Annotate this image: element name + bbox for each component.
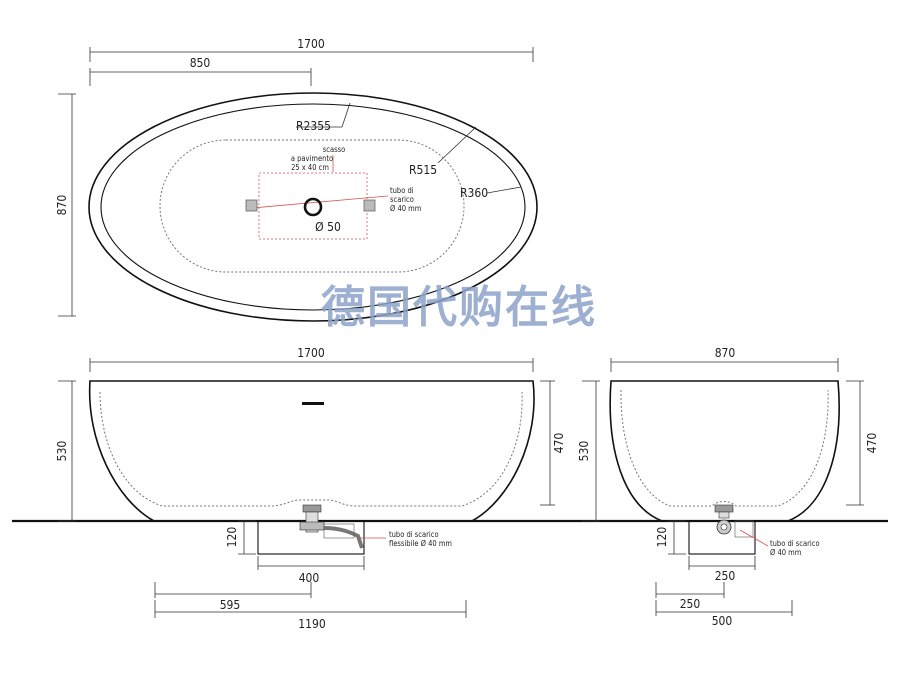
end-base-label: 120	[655, 527, 669, 548]
top-half-width-label: 850	[190, 56, 211, 70]
cutout-label-3: 25 x 40 cm	[291, 163, 329, 172]
side-base-dimension: 120	[225, 520, 256, 555]
end-inner-height-label: 470	[865, 433, 879, 454]
side-offset-dimension: 595	[154, 582, 312, 612]
side-drain-label-2: flessibile Ø 40 mm	[389, 539, 452, 548]
end-drain-assembly-icon	[714, 504, 754, 538]
side-inner-height-label: 470	[552, 433, 566, 454]
top-height-label: 870	[55, 195, 69, 216]
side-drain-assembly-icon	[299, 504, 364, 549]
r360-label: R360	[460, 186, 488, 200]
cutout-label-1: scasso	[323, 145, 346, 154]
side-width-dimension: 1700	[89, 346, 534, 372]
top-drain-label-2: scarico	[390, 195, 414, 204]
side-pit-label: 400	[299, 571, 320, 585]
end-offset-dimension: 250	[655, 582, 725, 611]
r515-label: R515	[409, 163, 437, 177]
end-view: 870 530 470 tubo di scarico	[577, 346, 879, 628]
end-total-label: 500	[712, 614, 733, 628]
end-drain-label-1: tubo di scarico	[770, 539, 820, 548]
end-height-label: 530	[577, 441, 591, 462]
side-total-label: 1190	[298, 617, 326, 631]
tub-rim-inner-outline	[100, 103, 526, 311]
side-total-dimension: 1190	[154, 600, 467, 631]
end-offset-label: 250	[680, 597, 701, 611]
end-width-dimension: 870	[610, 346, 839, 372]
basin-dotted-outline	[159, 139, 465, 273]
end-inner-height-dimension: 470	[846, 380, 879, 506]
top-width-label: 1700	[297, 37, 325, 51]
end-pit-dimension: 250	[688, 556, 756, 583]
top-drain-label-3: Ø 40 mm	[390, 204, 421, 213]
drain-hole-label: Ø 50	[315, 220, 341, 234]
side-drain-label-1: tubo di scarico	[389, 530, 439, 539]
end-total-dimension: 500	[655, 600, 793, 628]
end-pit-label: 250	[715, 569, 736, 583]
watermark: 德国代购在线	[321, 282, 597, 333]
radius-r2355: R2355	[296, 102, 351, 133]
end-tub-outline	[609, 380, 840, 522]
end-height-dimension: 530	[577, 380, 600, 522]
end-basin-dotted-outline	[620, 389, 829, 507]
top-width-dimension: 1700	[89, 37, 534, 62]
end-base-dimension: 120	[655, 520, 686, 555]
overflow-slot-icon	[302, 402, 324, 405]
side-base-label: 120	[225, 527, 239, 548]
drain-connector-left-icon	[245, 199, 258, 212]
side-basin-dotted-outline	[99, 391, 523, 507]
radius-r360: R360	[460, 186, 522, 200]
drain-hole-icon	[303, 197, 323, 217]
top-drain-label-1: tubo di	[390, 186, 414, 195]
side-tub-outline	[88, 380, 535, 522]
top-height-dimension: 870	[55, 93, 76, 317]
side-width-label: 1700	[297, 346, 325, 360]
side-inner-height-dimension: 470	[540, 380, 566, 506]
radius-r515: R515	[409, 126, 477, 177]
drain-connector-right-icon	[363, 199, 376, 212]
side-view: 1700 530 470 tubo di	[55, 346, 566, 631]
end-drain-leader	[739, 529, 769, 547]
top-view: 1700 850 870 scasso a pavimento 25 x 40 …	[55, 37, 538, 322]
tub-outer-outline	[88, 92, 538, 322]
side-offset-label: 595	[220, 598, 241, 612]
end-drain-label-2: Ø 40 mm	[770, 548, 801, 557]
side-height-label: 530	[55, 441, 69, 462]
cutout-label-2: a pavimento	[291, 154, 333, 163]
side-pit-dimension: 400	[257, 556, 365, 585]
side-height-dimension: 530	[55, 380, 76, 522]
end-width-label: 870	[715, 346, 736, 360]
r2355-label: R2355	[296, 119, 331, 133]
top-half-width-dimension: 850	[89, 56, 312, 86]
